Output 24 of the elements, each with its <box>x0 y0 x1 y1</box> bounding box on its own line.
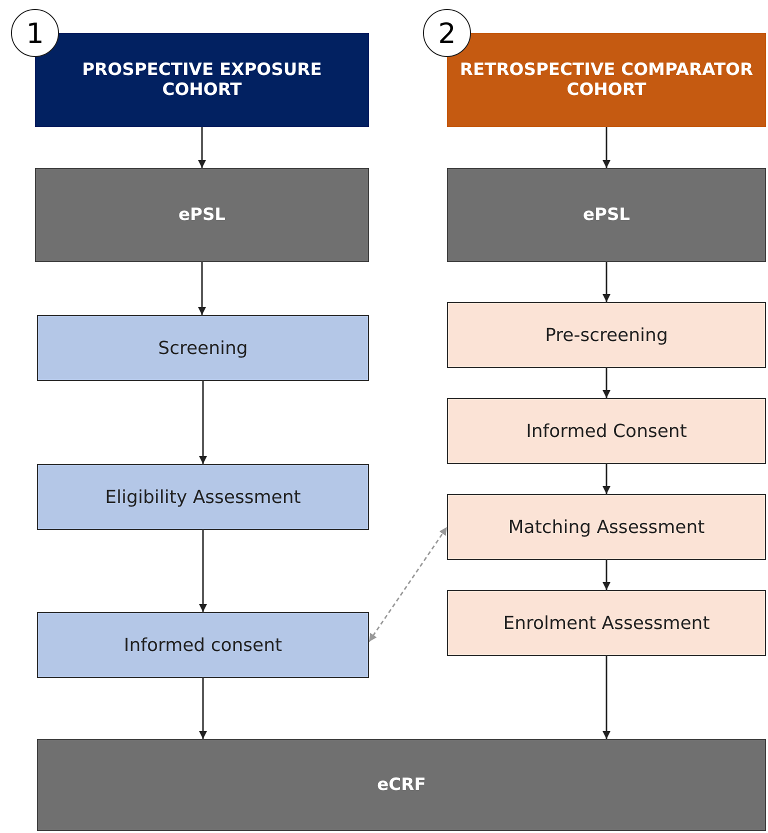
process-box: Enrolment Assessment <box>447 590 766 656</box>
step-number-circle: 1 <box>11 9 59 57</box>
arrow <box>602 262 610 302</box>
arrow <box>198 262 206 315</box>
process-box: Pre-screening <box>447 302 766 368</box>
arrow <box>602 464 610 494</box>
arrow <box>368 526 448 642</box>
process-box: Eligibility Assessment <box>37 464 369 530</box>
arrow <box>602 127 610 168</box>
arrow <box>199 381 207 464</box>
step-number-circle: 2 <box>423 9 471 57</box>
arrow <box>602 560 610 590</box>
arrow <box>199 530 207 612</box>
arrow <box>602 368 610 398</box>
arrow <box>602 656 610 739</box>
process-box: Screening <box>37 315 369 381</box>
process-box: Informed consent <box>37 612 369 678</box>
system-box: eCRF <box>37 739 766 831</box>
system-box: ePSL <box>35 168 369 262</box>
arrow <box>199 678 207 739</box>
process-box: Matching Assessment <box>447 494 766 560</box>
system-box: ePSL <box>447 168 766 262</box>
process-box: Informed Consent <box>447 398 766 464</box>
arrow <box>198 127 206 168</box>
